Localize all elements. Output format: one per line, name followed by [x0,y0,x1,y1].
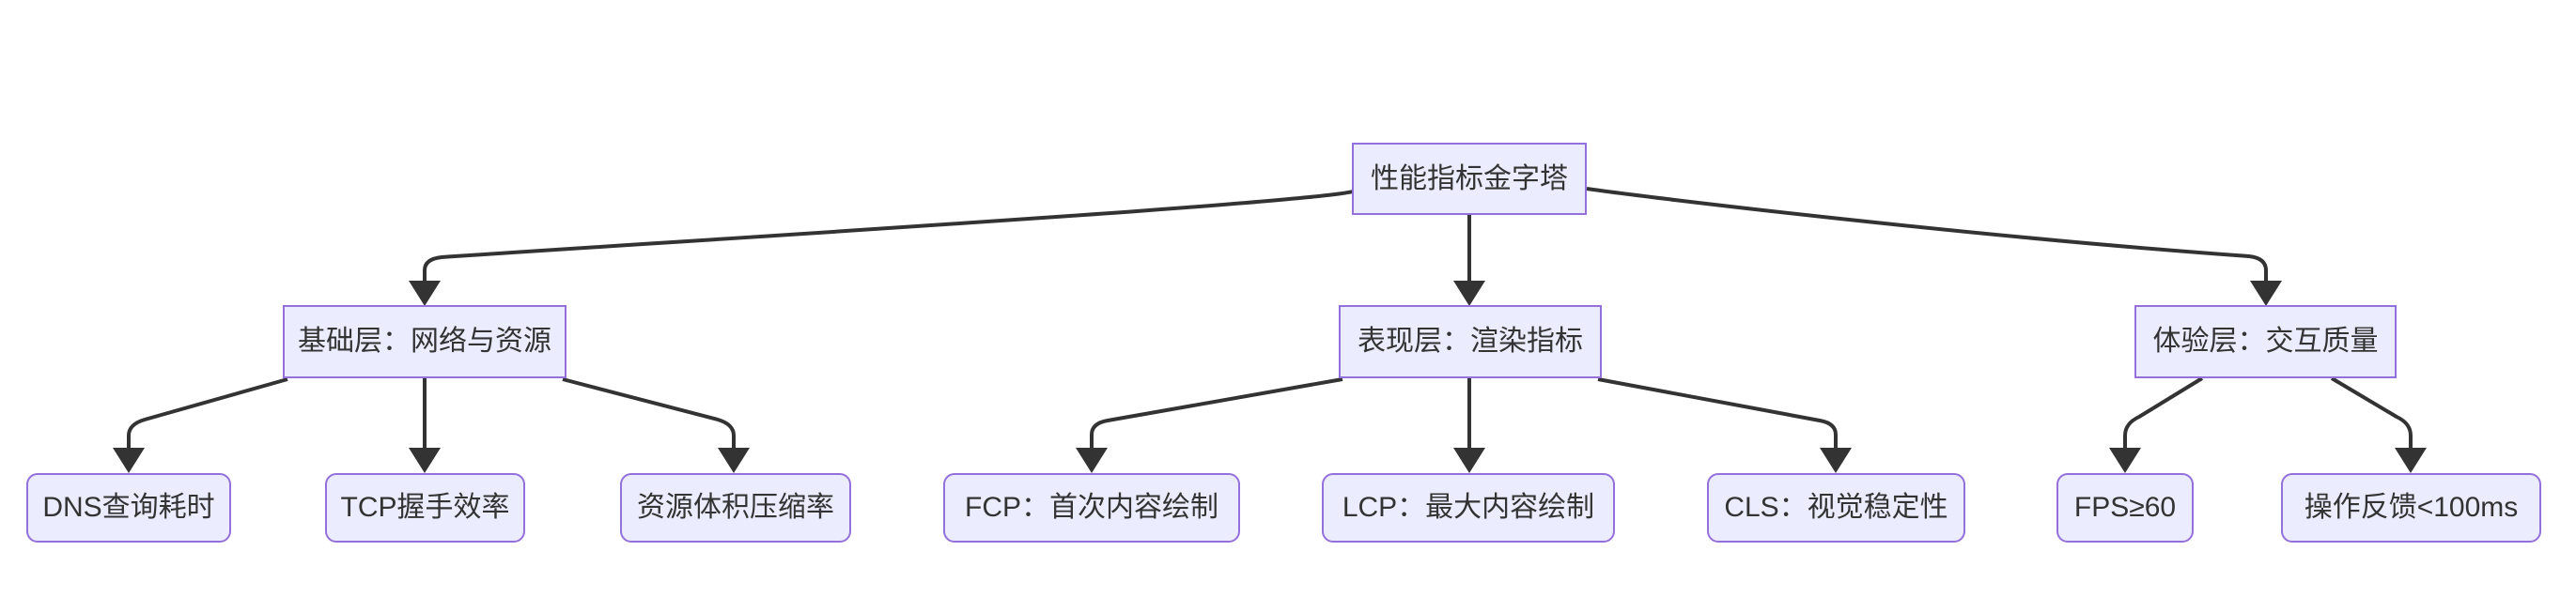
arrowhead-fcp [1076,448,1108,473]
node-interaction-feedback: 操作反馈<100ms [2281,473,2541,543]
edge-perf-cls [1597,377,1852,473]
edge-perf-fcp [1076,377,1343,473]
node-cls: CLS：视觉稳定性 [1707,473,1965,543]
arrowhead-tcp [409,448,441,473]
edge-root-exp [1586,187,2282,306]
node-fps: FPS≥60 [2056,473,2194,543]
arrowhead-exp [2250,281,2282,306]
node-root: 性能指标金字塔 [1352,143,1587,215]
edge-root-base [409,187,1359,306]
arrowhead-perf [1453,281,1485,306]
edge-base-dns [113,377,288,473]
node-render-layer: 表现层：渲染指标 [1339,305,1602,378]
edge-exp-op [2330,376,2427,473]
arrowhead-res [718,448,750,473]
edge-base-tcp [409,378,441,473]
arrowhead-op [2395,448,2427,473]
node-lcp: LCP：最大内容绘制 [1322,473,1615,543]
arrowhead-dns [113,448,145,473]
arrowhead-cls [1820,448,1852,473]
node-tcp: TCP握手效率 [325,473,525,543]
edge-perf-lcp [1453,378,1485,473]
arrowhead-lcp [1453,448,1485,473]
node-resource-compression: 资源体积压缩率 [620,473,851,543]
edge-base-res [562,377,750,473]
node-dns: DNS查询耗时 [26,473,231,543]
edge-root-perf [1453,215,1485,306]
node-base-layer: 基础层：网络与资源 [283,305,566,378]
edge-exp-fps [2109,376,2204,473]
arrowhead-base [409,281,441,306]
arrowhead-fps [2109,448,2141,473]
node-experience-layer: 体验层：交互质量 [2134,305,2397,378]
node-fcp: FCP：首次内容绘制 [943,473,1240,543]
